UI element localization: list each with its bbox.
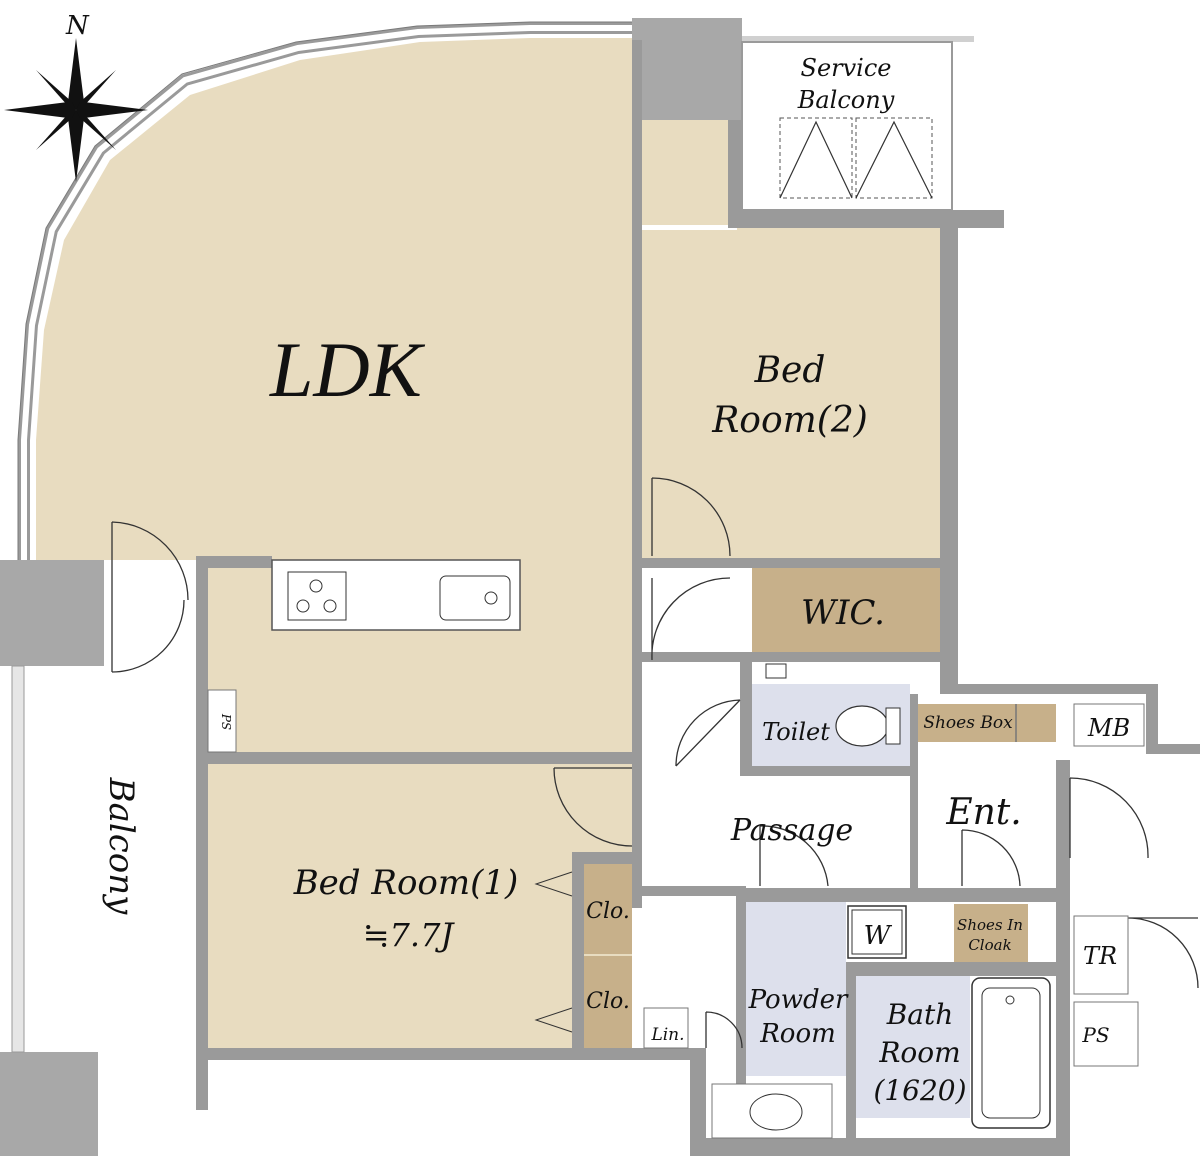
bedroom1-size-label: ≒7.7J (363, 916, 456, 954)
ps-left-label: PS (219, 713, 233, 730)
linen-label: Lin. (650, 1025, 684, 1045)
shoes-in-cloak-label-line1: Shoes In (957, 916, 1023, 934)
closet-upper (584, 864, 632, 954)
ps-right-label: PS (1081, 1023, 1109, 1047)
door-swings (111, 477, 1199, 1049)
closet-lower (584, 956, 632, 1048)
mb-label: MB (1087, 714, 1130, 742)
entrance-label: Ent. (945, 792, 1021, 833)
powder-floor (746, 902, 846, 1076)
closet-lower-label: Clo. (586, 989, 630, 1014)
walls (196, 40, 1200, 1156)
service-balcony-label-line2: Balcony (797, 86, 895, 114)
ldk-label: LDK (269, 326, 426, 413)
compass-rose (4, 38, 148, 182)
bath-floor (856, 976, 970, 1118)
balcony-label: Balcony (101, 777, 141, 916)
shoes-in-cloak (954, 904, 1028, 962)
powder-room-label-line2: Room (759, 1019, 836, 1049)
shoes-in-cloak-label-line2: Cloak (968, 936, 1011, 954)
washer-box (847, 905, 907, 959)
bedroom2-label-line2: Room(2) (711, 400, 868, 441)
wic-label: WIC. (801, 593, 885, 633)
washer-label: W (864, 921, 893, 951)
wic-floor (752, 568, 940, 652)
bedroom1-label: Bed Room(1) (293, 863, 519, 903)
bath-room-label-line1: Bath (886, 998, 954, 1031)
bath-room-label-line2: Room (878, 1036, 960, 1069)
pillar-top (632, 18, 742, 120)
tr-label: TR (1083, 942, 1117, 970)
closet-upper-label: Clo. (586, 899, 630, 924)
shoes-box (918, 704, 1056, 742)
passage-label: Passage (730, 813, 853, 848)
bath-room-label-line3: (1620) (873, 1074, 966, 1107)
shoes-box-label: Shoes Box (923, 713, 1013, 733)
compass-north-label: N (65, 11, 90, 41)
bedroom1-floor (208, 764, 632, 1050)
pillar-bottom-left (0, 1052, 98, 1156)
service-balcony-label-line1: Service (801, 54, 892, 82)
toilet-label: Toilet (762, 718, 830, 746)
bedroom2-label-line1: Bed (754, 350, 826, 391)
powder-room-label-line1: Powder (748, 985, 849, 1015)
pillar-left (0, 560, 104, 666)
